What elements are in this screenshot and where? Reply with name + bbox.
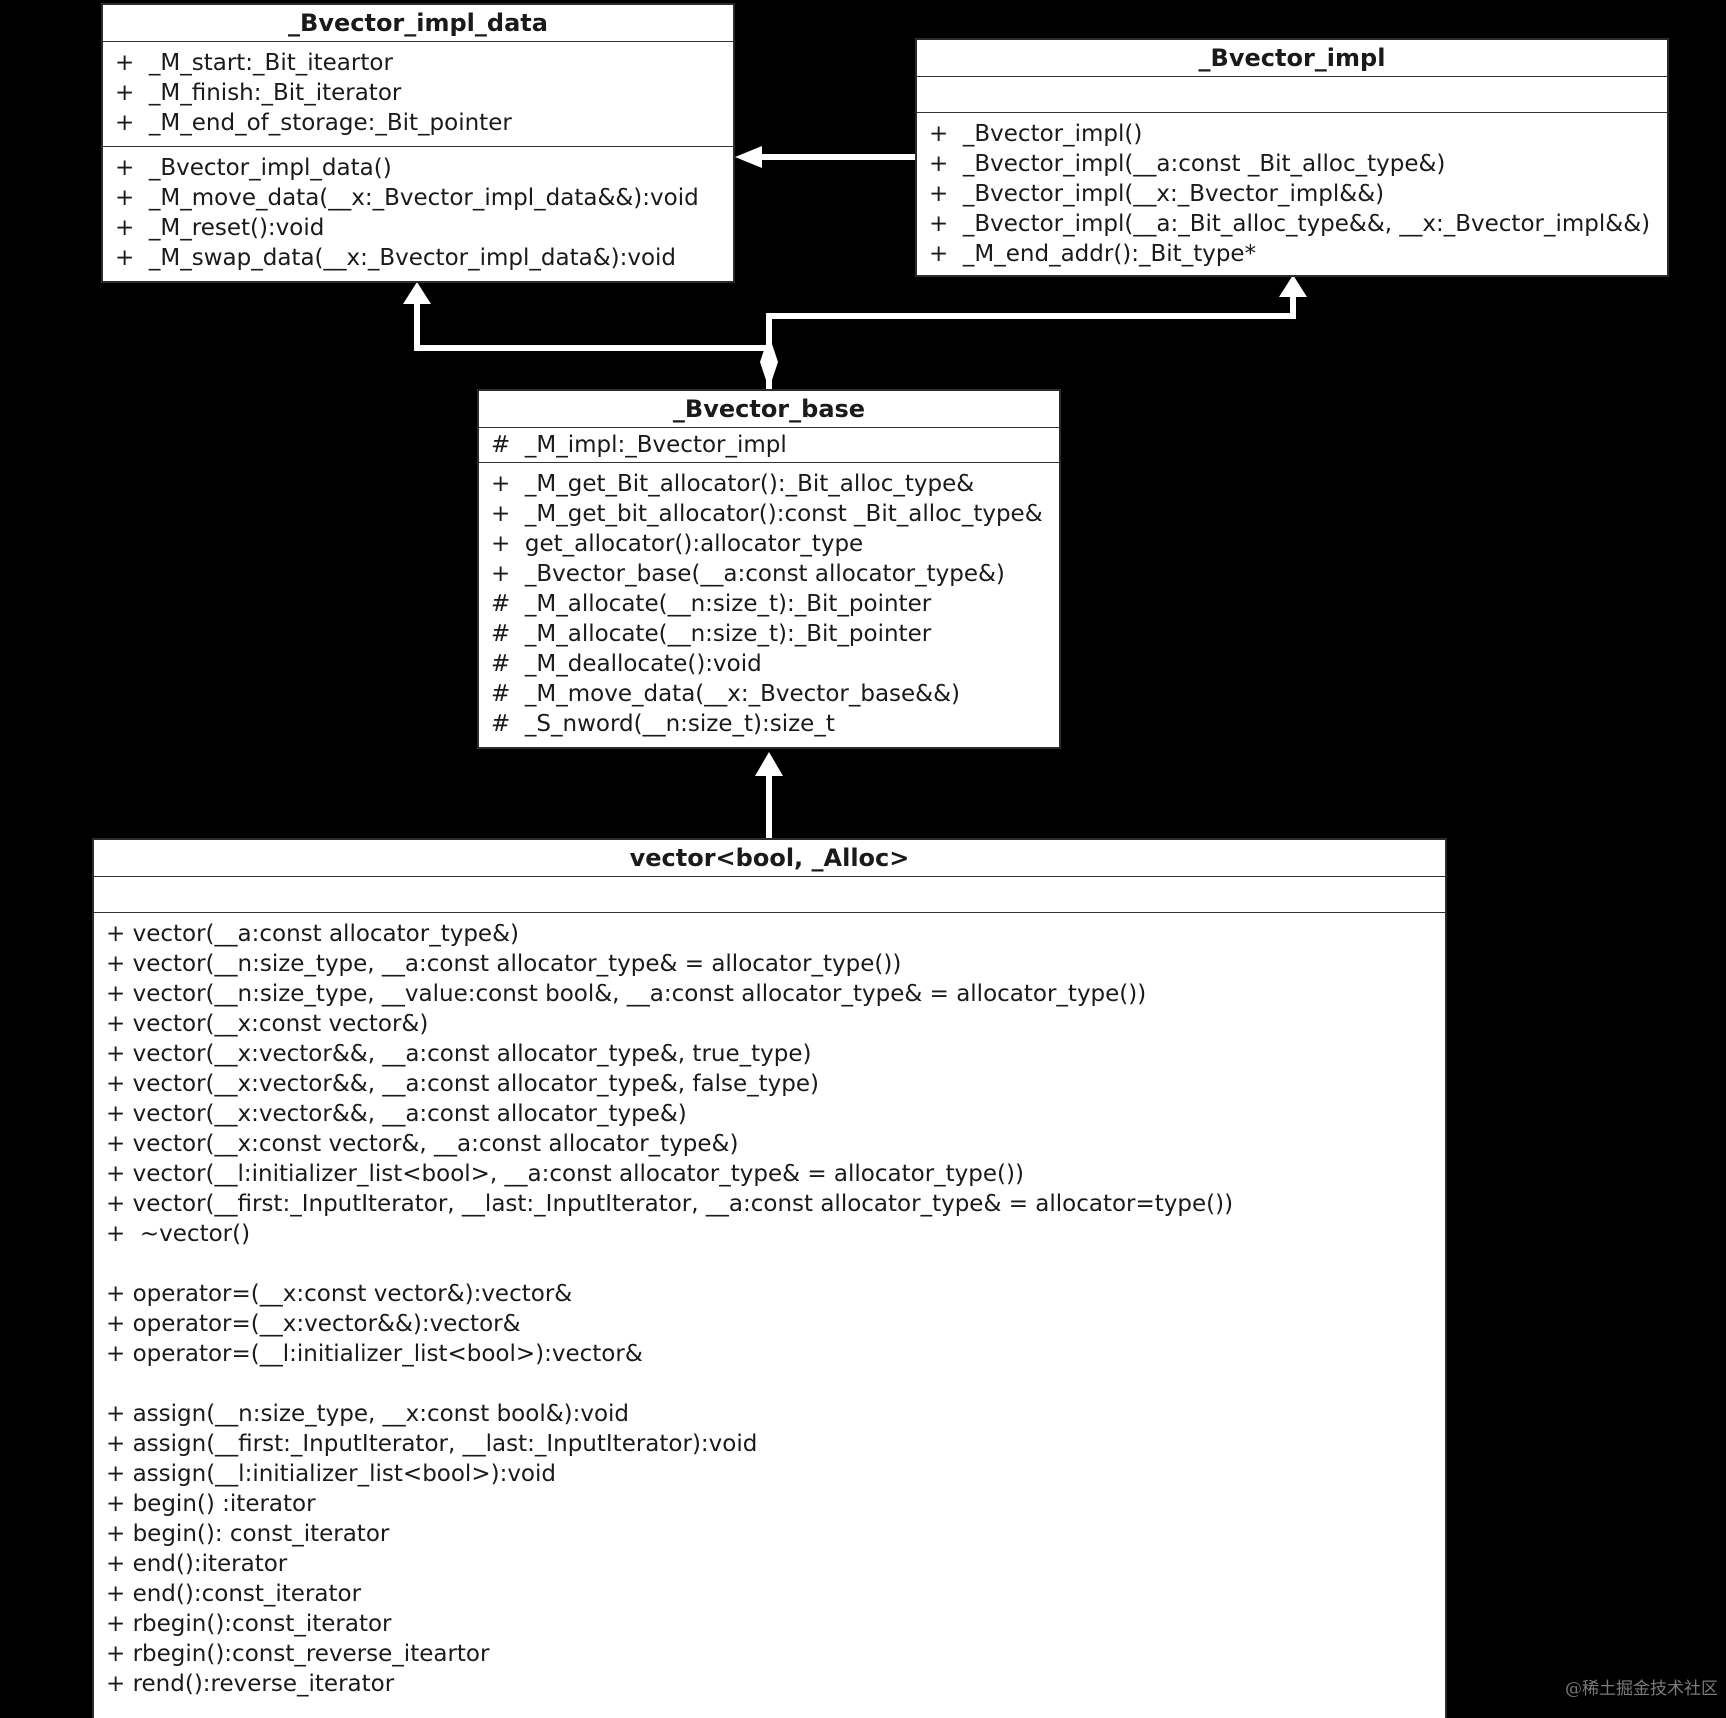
class-title: _Bvector_impl_data	[103, 5, 733, 42]
operation: + vector(__l:initializer_list<bool>, __a…	[106, 1161, 1024, 1187]
class-bvector-impl: _Bvector_impl + _Bvector_impl() + _Bvect…	[915, 38, 1669, 277]
operation: + assign(__l:initializer_list<bool>):voi…	[106, 1461, 556, 1487]
operation: + _M_end_addr():_Bit_type*	[929, 241, 1257, 267]
operation: + operator=(__x:vector&&):vector&	[106, 1311, 521, 1337]
operation: + vector(__first:_InputIterator, __last:…	[106, 1191, 1234, 1217]
attributes-section: # _M_impl:_Bvector_impl	[479, 428, 1059, 463]
operation: + vector(__n:size_type, __a:const alloca…	[106, 951, 902, 977]
operation: + end():iterator	[106, 1551, 288, 1577]
operation: + _M_swap_data(__x:_Bvector_impl_data&):…	[115, 245, 677, 271]
operation: + _M_move_data(__x:_Bvector_impl_data&&)…	[115, 185, 699, 211]
connector-vector-to-base	[755, 752, 783, 838]
operations-section: + _M_get_Bit_allocator():_Bit_alloc_type…	[479, 463, 1059, 747]
attribute: + _M_start:_Bit_iteartor	[115, 50, 393, 76]
operation: + vector(__x:const vector&, __a:const al…	[106, 1131, 739, 1157]
operation: + rbegin():const_reverse_iteartor	[106, 1641, 490, 1667]
attributes-section	[917, 77, 1667, 113]
operation: # _S_nword(__n:size_t):size_t	[491, 711, 835, 737]
operation: + vector(__x:const vector&)	[106, 1011, 429, 1037]
operation: + begin(): const_iterator	[106, 1521, 390, 1547]
connector-base-to-impl	[766, 275, 1307, 348]
operations-section: + _Bvector_impl_data() + _M_move_data(__…	[103, 147, 733, 281]
attribute: + _M_finish:_Bit_iterator	[115, 80, 402, 106]
attribute: # _M_impl:_Bvector_impl	[491, 432, 787, 458]
attribute: + _M_end_of_storage:_Bit_pointer	[115, 110, 512, 136]
operation: + get_allocator():allocator_type	[491, 531, 864, 557]
operations-section: + _Bvector_impl() + _Bvector_impl(__a:co…	[917, 113, 1667, 275]
connector-impl-to-impl-data	[735, 146, 915, 168]
operation: + _Bvector_base(__a:const allocator_type…	[491, 561, 1005, 587]
operation: + vector(__x:vector&&, __a:const allocat…	[106, 1071, 819, 1097]
watermark-text: @稀土掘金技术社区	[1565, 1679, 1718, 1699]
operation: + end():const_iterator	[106, 1581, 362, 1607]
operations-section: + vector(__a:const allocator_type&) + ve…	[94, 913, 1445, 1707]
class-title: _Bvector_base	[479, 391, 1059, 428]
class-bvector-impl-data: _Bvector_impl_data + _M_start:_Bit_itear…	[101, 3, 735, 283]
operation: + operator=(__x:const vector&):vector&	[106, 1281, 573, 1307]
operation: # _M_deallocate():void	[491, 651, 762, 677]
operation: # _M_move_data(__x:_Bvector_base&&)	[491, 681, 961, 707]
operation: + vector(__a:const allocator_type&)	[106, 921, 519, 947]
operation: + _M_get_Bit_allocator():_Bit_alloc_type…	[491, 471, 975, 497]
operation: + begin() :iterator	[106, 1491, 316, 1517]
operation: + operator=(__l:initializer_list<bool>):…	[106, 1341, 643, 1367]
operation: + vector(__x:vector&&, __a:const allocat…	[106, 1101, 687, 1127]
operation: + assign(__n:size_type, __x:const bool&)…	[106, 1401, 630, 1427]
operation: + rbegin():const_iterator	[106, 1611, 392, 1637]
class-vector-bool: vector<bool, _Alloc> + vector(__a:const …	[92, 838, 1447, 1718]
operation: + _Bvector_impl(__a:const _Bit_alloc_typ…	[929, 151, 1446, 177]
operation: + assign(__first:_InputIterator, __last:…	[106, 1431, 758, 1457]
operation: + rend():reverse_iterator	[106, 1671, 395, 1697]
operation: + _M_get_bit_allocator():const _Bit_allo…	[491, 501, 1043, 527]
operation: # _M_allocate(__n:size_t):_Bit_pointer	[491, 591, 932, 617]
operation: + _Bvector_impl(__x:_Bvector_impl&&)	[929, 181, 1385, 207]
operation: + vector(__x:vector&&, __a:const allocat…	[106, 1041, 812, 1067]
connector-base-to-impl-data	[403, 282, 769, 351]
spacer	[106, 1249, 1435, 1279]
attributes-section	[94, 877, 1445, 913]
operation: + ~vector()	[106, 1221, 251, 1247]
class-bvector-base: _Bvector_base # _M_impl:_Bvector_impl + …	[477, 389, 1061, 749]
attributes-section: + _M_start:_Bit_iteartor + _M_finish:_Bi…	[103, 42, 733, 147]
class-title: vector<bool, _Alloc>	[94, 840, 1445, 877]
spacer	[106, 1369, 1435, 1399]
operation: # _M_allocate(__n:size_t):_Bit_pointer	[491, 621, 932, 647]
operation: + _M_reset():void	[115, 215, 325, 241]
operation: + vector(__n:size_type, __value:const bo…	[106, 981, 1147, 1007]
operation: + _Bvector_impl_data()	[115, 155, 392, 181]
operation: + _Bvector_impl()	[929, 121, 1143, 147]
class-title: _Bvector_impl	[917, 40, 1667, 77]
operation: + _Bvector_impl(__a:_Bit_alloc_type&&, _…	[929, 211, 1651, 237]
